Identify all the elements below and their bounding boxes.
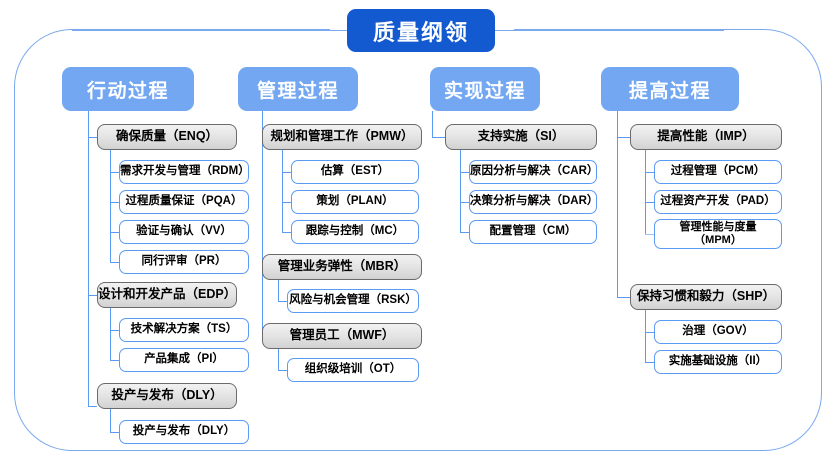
connector-sub-trunk-1-3 — [110, 409, 112, 433]
connector-sub-trunk-4-2 — [645, 310, 647, 362]
connector-leaf-1-3-1 — [110, 432, 119, 434]
connector-group-3-1 — [432, 137, 445, 139]
connector-leaf-2-1-2 — [282, 202, 291, 204]
leaf-box-car[interactable]: 原因分析与解决（CAR） — [469, 160, 598, 184]
connector-sub-trunk-2-1 — [282, 150, 284, 232]
connector-leaf-2-3-1 — [278, 370, 287, 372]
connector-leaf-1-1-1 — [110, 172, 119, 174]
connector-leaf-2-1-3 — [282, 232, 291, 234]
connector-leaf-3-1-1 — [460, 172, 469, 174]
leaf-box-pi[interactable]: 产品集成（PI） — [119, 348, 249, 372]
leaf-box-ii[interactable]: 实施基础设施（II） — [654, 350, 782, 374]
leaf-box-plan[interactable]: 策划（PLAN） — [291, 190, 419, 214]
connector-group-1-1 — [88, 137, 97, 139]
leaf-box-pqa[interactable]: 过程质量保证（PQA） — [119, 190, 249, 214]
leaf-box-pad[interactable]: 过程资产开发（PAD） — [654, 190, 782, 214]
connector-group-4-1 — [617, 137, 630, 139]
leaf-box-pr[interactable]: 同行评审（PR） — [119, 250, 249, 274]
connector-group-1-3 — [88, 406, 97, 408]
connector-group-4-2 — [617, 297, 630, 299]
leaf-box-vv[interactable]: 验证与确认（VV） — [119, 220, 249, 244]
connector-sub-trunk-1-1 — [110, 150, 112, 262]
connector-leaf-2-2-1 — [278, 301, 287, 303]
group-box-edp[interactable]: 设计和开发产品（EDP） — [97, 282, 237, 308]
connector-sub-trunk-1-2 — [110, 308, 112, 360]
column-header-2[interactable]: 管理过程 — [238, 67, 358, 111]
connector-sub-trunk-4-1 — [645, 150, 647, 235]
leaf-box-est[interactable]: 估算（EST） — [291, 160, 419, 184]
group-box-enq[interactable]: 确保质量（ENQ） — [97, 124, 237, 150]
root-rule-left — [72, 30, 348, 32]
leaf-box-rsk[interactable]: 风险与机会管理（RSK） — [287, 289, 419, 313]
column-header-4[interactable]: 提高过程 — [601, 67, 739, 111]
leaf-box-gov[interactable]: 治理（GOV） — [654, 320, 782, 344]
column-header-1[interactable]: 行动过程 — [62, 67, 194, 111]
connector-trunk-1 — [88, 111, 90, 406]
leaf-box-rdm[interactable]: 需求开发与管理（RDM） — [119, 160, 250, 184]
connector-leaf-1-1-3 — [110, 232, 119, 234]
connector-leaf-4-2-1 — [645, 332, 654, 334]
group-box-dly[interactable]: 投产与发布（DLY） — [97, 383, 237, 409]
leaf-box-mc[interactable]: 跟踪与控制（MC） — [291, 220, 419, 244]
leaf-box-cm[interactable]: 配置管理（CM） — [469, 220, 597, 244]
column-header-3[interactable]: 实现过程 — [430, 67, 540, 111]
connector-leaf-4-2-2 — [645, 362, 654, 364]
connector-leaf-1-2-1 — [110, 330, 119, 332]
root-title: 质量纲领 — [347, 9, 495, 52]
connector-leaf-1-2-2 — [110, 360, 119, 362]
connector-sub-trunk-2-2 — [278, 280, 280, 302]
connector-leaf-3-1-2 — [460, 202, 469, 204]
connector-group-1-2 — [88, 295, 97, 297]
group-box-pmw[interactable]: 规划和管理工作（PMW） — [262, 124, 422, 150]
connector-trunk-3 — [432, 111, 434, 137]
leaf-box-pcm[interactable]: 过程管理（PCM） — [654, 160, 782, 184]
connector-leaf-2-1-1 — [282, 172, 291, 174]
connector-trunk-2 — [262, 111, 264, 336]
connector-leaf-3-1-3 — [460, 232, 469, 234]
leaf-box-ts[interactable]: 技术解决方案（TS） — [119, 318, 249, 342]
leaf-box-dar[interactable]: 决策分析与解决（DAR） — [469, 190, 598, 214]
leaf-box-dly-child[interactable]: 投产与发布（DLY） — [119, 420, 249, 444]
connector-leaf-4-1-3 — [645, 234, 654, 236]
leaf-box-ot[interactable]: 组织级培训（OT） — [287, 358, 419, 382]
connector-leaf-4-1-1 — [645, 172, 654, 174]
connector-leaf-1-1-2 — [110, 202, 119, 204]
connector-leaf-4-1-2 — [645, 202, 654, 204]
group-box-mbr[interactable]: 管理业务弹性（MBR） — [262, 254, 422, 280]
connector-trunk-4 — [617, 111, 619, 298]
connector-sub-trunk-3-1 — [460, 150, 462, 232]
leaf-box-mpm[interactable]: 管理性能与度量 （MPM） — [654, 219, 782, 249]
group-box-shp[interactable]: 保持习惯和毅力（SHP） — [630, 284, 782, 310]
group-box-si[interactable]: 支持实施（SI） — [445, 124, 597, 150]
connector-leaf-1-1-4 — [110, 262, 119, 264]
group-box-imp[interactable]: 提高性能（IMP） — [630, 124, 782, 150]
connector-sub-trunk-2-3 — [278, 349, 280, 371]
group-box-mwf[interactable]: 管理员工（MWF） — [262, 323, 422, 349]
root-rule-right — [494, 30, 724, 32]
